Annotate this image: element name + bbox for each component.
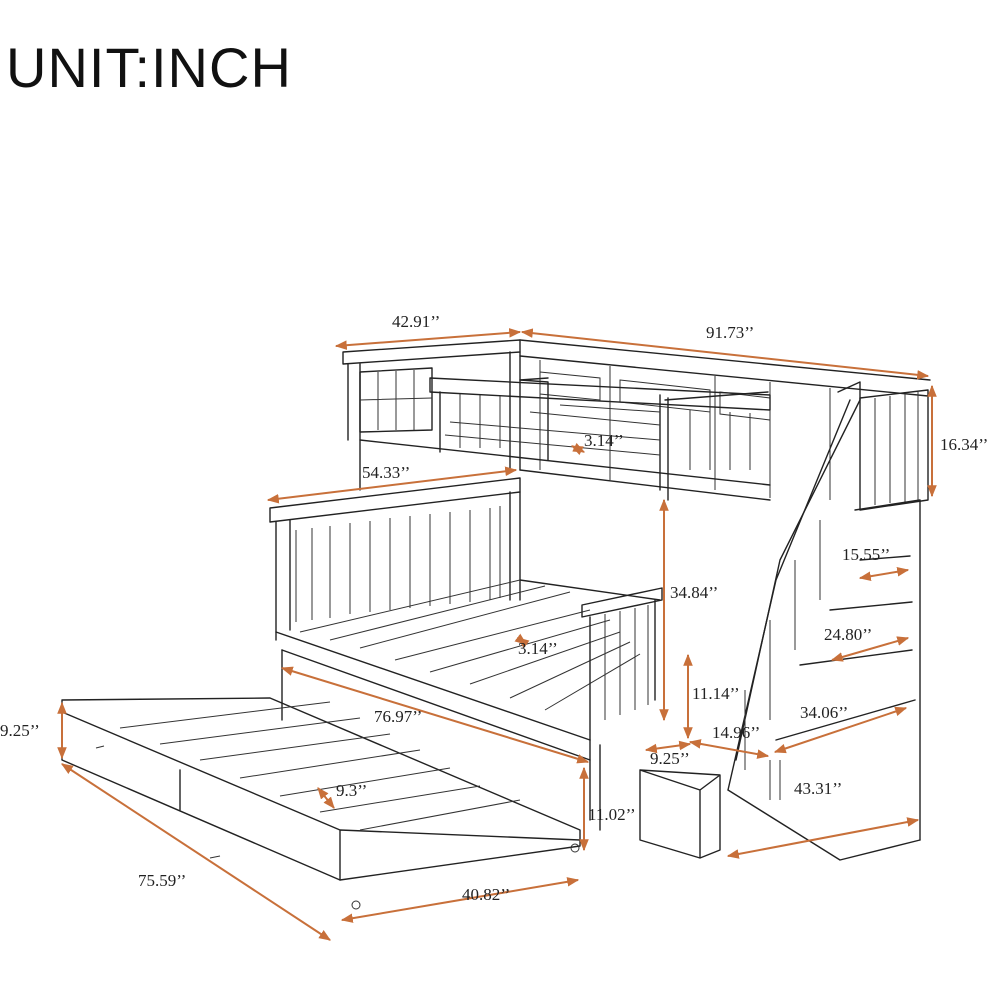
dim-line-total-length — [520, 328, 930, 380]
label-top-width: 42.91’’ — [392, 312, 440, 331]
dim-line-trundle-slat-gap — [317, 787, 335, 809]
dim-line-step-4-width — [688, 739, 770, 759]
dim-line-step-3-width — [773, 706, 908, 754]
label-top-slat-gap: 3.14’’ — [584, 431, 624, 450]
label-bottom-length: 76.97’’ — [374, 707, 422, 726]
dim-line-step-2-width — [830, 636, 910, 662]
label-floor-clearance: 11.02’’ — [588, 805, 636, 824]
page-title: UNIT:INCH — [6, 36, 292, 99]
dim-line-trundle-length — [60, 763, 332, 941]
label-step-unit-height: 9.25’’ — [650, 749, 690, 768]
label-clearance-height: 34.84’’ — [670, 583, 718, 602]
label-bottom-width: 54.33’’ — [362, 463, 410, 482]
dim-line-stair-length — [726, 817, 920, 859]
dim-line-step-depth — [858, 567, 910, 581]
label-step-4-width: 14.96’’ — [712, 723, 760, 742]
dim-line-step-unit-height — [644, 740, 692, 754]
label-total-length: 91.73’’ — [706, 323, 754, 342]
dim-line-bottom-length — [280, 666, 590, 764]
dimension-lines — [57, 328, 937, 941]
label-trundle-height: 9.25’’ — [0, 721, 40, 740]
dim-line-top-slat-gap — [570, 442, 586, 456]
dim-line-trundle-width — [340, 877, 580, 923]
label-stair-length: 43.31’’ — [794, 779, 842, 798]
label-trundle-length: 75.59’’ — [138, 871, 186, 890]
label-step-2-width: 24.80’’ — [824, 625, 872, 644]
staircase — [639, 381, 929, 861]
label-step-height: 11.14’’ — [692, 684, 740, 703]
label-trundle-slat-gap: 9.3’’ — [336, 781, 367, 800]
dim-line-bottom-slat-gap — [514, 633, 530, 649]
dim-line-bottom-width — [266, 466, 518, 504]
label-trundle-width: 40.82’’ — [462, 885, 510, 904]
lower-bunk — [269, 477, 663, 831]
dimension-labels: 42.91’’ 91.73’’ 16.34’’ 3.14’’ 54.33’’ 1… — [0, 312, 988, 904]
label-step-depth: 15.55’’ — [842, 545, 890, 564]
dim-line-top-width — [334, 328, 522, 350]
label-step-3-width: 34.06’’ — [800, 703, 848, 722]
label-bottom-slat-gap: 3.14’’ — [518, 639, 558, 658]
label-guardrail-height: 16.34’’ — [940, 435, 988, 454]
